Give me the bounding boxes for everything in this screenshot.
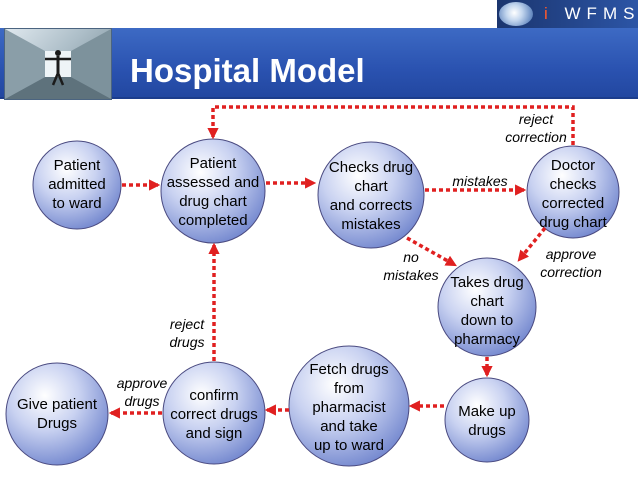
label-give-patient-drugs: Give patient Drugs [16, 396, 98, 432]
hospital-corridor-photo [4, 28, 112, 100]
label-checks-drug-chart: Checks drug chart and corrects mistakes [328, 159, 414, 233]
label-patient-admitted: Patient admitted to ward [48, 157, 106, 212]
node-doctor-checks [526, 145, 620, 239]
label-fetch-drugs: Fetch drugs from pharmacist and take up … [309, 361, 389, 454]
logo-letters: WFMS [564, 4, 638, 23]
logo-text: i WFMS [544, 4, 638, 24]
edge-label-approve-correction: approve correction [540, 246, 602, 280]
node-checks-drug-chart [317, 141, 425, 249]
label-takes-chart-to-pharmacy: Takes drug chart down to pharmacy [450, 274, 524, 348]
edge-label-reject-drugs: reject drugs [169, 316, 205, 350]
slide-title: Hospital Model [130, 52, 365, 89]
logo-letter-i: i [544, 4, 554, 23]
label-doctor-checks: Doctor checks corrected drug chart [539, 157, 607, 231]
globe-logo-icon [499, 2, 533, 26]
edge-label-mistakes: mistakes [452, 173, 508, 189]
node-patient-admitted [32, 140, 122, 230]
node-give-patient-drugs [5, 362, 109, 466]
label-make-up-drugs: Make up drugs [458, 403, 516, 439]
header-divider [0, 97, 638, 99]
label-confirm-drugs: confirm correct drugs and sign [170, 387, 258, 442]
label-patient-assessed: Patient assessed and drug chart complete… [166, 155, 260, 229]
edge-label-reject-correction: reject correction [505, 111, 567, 145]
arrow-checks-to-pharmacy [406, 236, 457, 267]
edge-label-approve-drugs: approve drugs [116, 375, 168, 409]
node-make-up-drugs [444, 377, 530, 463]
node-takes-chart-to-pharmacy [437, 257, 537, 357]
arrow-reject-correction [207, 105, 575, 145]
edge-label-no-mistakes: no mistakes [383, 249, 439, 283]
